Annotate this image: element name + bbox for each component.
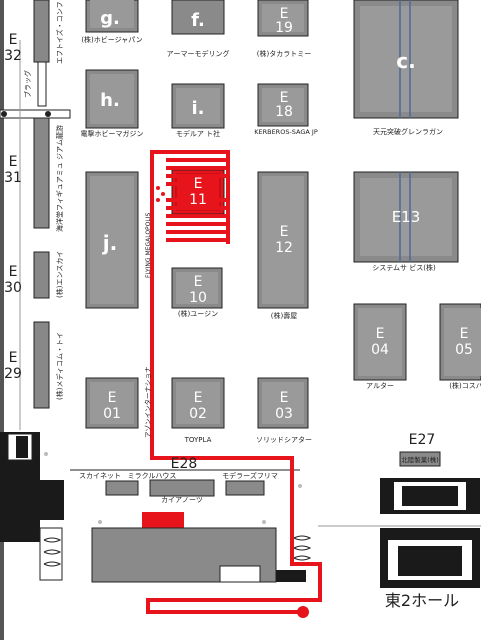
- vertical-caption-enterize: エフトイズ・コンフ: [55, 1, 64, 64]
- booth-label-E05-letter: E: [460, 326, 469, 342]
- vertical-caption-mediacom: (株)メディコム・トイ: [55, 332, 64, 400]
- booth-label-E12-num: 12: [275, 240, 293, 256]
- booth-j: [85, 171, 139, 309]
- vertical-caption-escalay: (株)エンスカイ: [55, 251, 64, 298]
- caption-miracle: ミラクルハウス: [128, 472, 177, 480]
- caption-E12: (株)壽屋: [271, 311, 297, 320]
- caption-E04: アルター: [366, 381, 394, 390]
- booth-label-E12-letter: E: [280, 224, 289, 240]
- booth-h: [85, 69, 139, 129]
- caption-g: (株)ホビージャパン: [81, 35, 142, 44]
- booth-strip-kaiyodo: [33, 117, 50, 229]
- zone-label-E30-a: E: [9, 264, 18, 280]
- booth-label-E11-letter: E: [194, 176, 203, 192]
- caption-i: モデルア ト社: [176, 129, 220, 138]
- dot-markers: [44, 452, 302, 524]
- vertical-caption-bugbug: ブラッグ: [23, 70, 32, 98]
- booth-E19: [257, 0, 309, 37]
- booth-E05: [439, 303, 481, 381]
- booth-E01: [85, 377, 139, 429]
- zone-label-E31-a: E: [9, 154, 18, 170]
- booth-label-c: c.: [396, 49, 415, 73]
- zone-label-E31-b: 31: [4, 170, 22, 186]
- caption-E13: システムサ ビス(株): [372, 263, 436, 272]
- booth-E18: [257, 83, 309, 127]
- zone-label-E32-b: 32: [4, 48, 22, 64]
- e28-area: [70, 469, 306, 583]
- walkway-bar: [0, 109, 71, 119]
- booth-label-E19-num: 19: [275, 20, 293, 36]
- caption-E03: ソリッドシアター: [256, 435, 312, 444]
- booth-E03: [257, 377, 309, 429]
- zone-label-E32-a: E: [9, 32, 18, 48]
- zone-label-E28: E28: [171, 456, 198, 472]
- caption-E10: (株)ユージン: [178, 309, 218, 318]
- booth-label-E01-num: 01: [103, 406, 121, 422]
- booth-label-E04-num: 04: [371, 342, 389, 358]
- booth-label-f: f.: [191, 10, 205, 31]
- zone-label-E27: E27: [409, 432, 436, 448]
- booth-f: [171, 0, 225, 35]
- booth-i: [171, 83, 225, 129]
- left-column: [0, 0, 71, 640]
- booth-strip-mediacom: [33, 321, 50, 409]
- zone-label-E29-b: 29: [4, 366, 22, 382]
- booth-label-h: h.: [100, 90, 120, 111]
- hall-title: 東2ホール: [385, 591, 459, 610]
- vertical-caption-azone: アゾンインターナショナ: [143, 367, 152, 439]
- booth-label-j: j.: [102, 231, 117, 255]
- vertical-caption-kaiyodo: 海洋堂フィギュアミュ ジアム龍游: [55, 125, 64, 232]
- booth-label-g: g.: [100, 8, 120, 29]
- booth-E04: [353, 303, 407, 381]
- caption-E19: (株)タカラトミー: [257, 49, 311, 58]
- booth-E13: [353, 171, 459, 263]
- start-point: [297, 606, 309, 618]
- booth-E10: [171, 267, 223, 309]
- booth-E02: [171, 377, 225, 429]
- caption-kaiyou: カイアノーツ: [161, 496, 203, 504]
- caption-E05: (株)コスパ: [449, 381, 481, 390]
- booth-label-E02-num: 02: [189, 406, 207, 422]
- zone-label-E29-a: E: [9, 350, 18, 366]
- vertical-caption-flying: FLYING MEGALOPOLIS: [145, 212, 152, 278]
- booth-label-E19-letter: E: [280, 6, 289, 22]
- caption-E18: KERBEROS-SAGA JP: [254, 128, 318, 136]
- booth-label-E18-num: 18: [275, 104, 293, 120]
- booth-strip-bugbug: [37, 61, 47, 107]
- caption-h: 電撃ホビーマガジン: [81, 129, 144, 138]
- caption-modelers: モデラーズフリマ: [222, 471, 278, 480]
- booth-label-E04-letter: E: [376, 326, 385, 342]
- booth-strip-enterize: [33, 0, 50, 63]
- pillar-marker-2: [45, 111, 51, 117]
- zone-label-E30-b: 30: [4, 280, 22, 296]
- caption-c: 天元突破グレンラガン: [373, 127, 443, 136]
- caption-f: アーマーモデリング: [167, 49, 230, 58]
- booth-label-E13: E13: [392, 208, 421, 226]
- booth-label-E11-num: 11: [189, 192, 207, 208]
- hall-east2-structure: [293, 451, 481, 588]
- caption-E02: TOYPLA: [184, 436, 212, 444]
- booth-label-E18-letter: E: [280, 90, 289, 106]
- booth-label-i: i.: [191, 98, 204, 119]
- booth-label-E02-letter: E: [194, 390, 203, 406]
- booth-label-E03-num: 03: [275, 406, 293, 422]
- caption-skynet: スカイネット: [79, 472, 121, 480]
- booth-strip-escalay: [33, 251, 50, 299]
- booth-label-E01-letter: E: [108, 390, 117, 406]
- booth-label-E05-num: 05: [455, 342, 473, 358]
- booth-E12: [257, 171, 309, 309]
- booth-label-E10-letter: E: [194, 274, 203, 290]
- stair-structure-left: [0, 432, 64, 581]
- pillar-marker: [1, 111, 7, 117]
- booth-c: [353, 0, 459, 119]
- booth-label-E10-num: 10: [189, 290, 207, 306]
- route-path: [146, 150, 322, 618]
- e28-highlight-booth: [142, 512, 184, 528]
- caption-e27-booth: 北陸製菓(株): [401, 455, 439, 464]
- booth-label-E03-letter: E: [280, 390, 289, 406]
- booth-g: [85, 0, 139, 33]
